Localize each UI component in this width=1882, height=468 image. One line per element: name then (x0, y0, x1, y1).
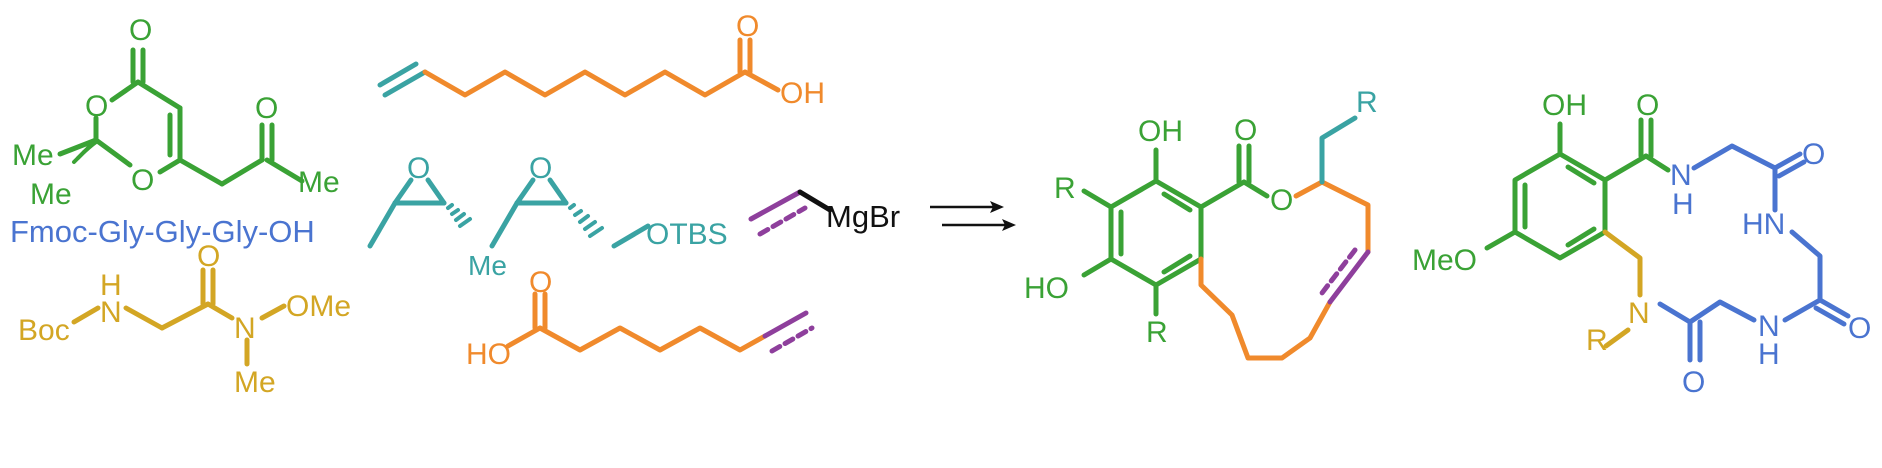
decenoic-acid-oh: OH (780, 77, 825, 110)
peptide-label: Fmoc-Gly-Gly-Gly-OH (10, 214, 315, 249)
epoxide-1-me: Me (468, 250, 507, 281)
macrolactone-oh-top: OH (1138, 115, 1183, 148)
macrolactam-o-amide-1: O (1636, 89, 1659, 122)
heptenoic-acid-o: O (529, 266, 552, 299)
weinreb-boc: Boc (18, 314, 70, 347)
grignard-mgbr: MgBr (826, 199, 900, 234)
macrolactone-o-ester: O (1270, 184, 1293, 217)
reaction-arrows (930, 201, 1016, 231)
vinyl-grignard-structure: MgBr (748, 189, 900, 237)
epoxide-2-o: O (529, 152, 552, 185)
macrolactam-r: R (1586, 324, 1608, 357)
macrolactam-oh-top: OH (1542, 89, 1587, 122)
macrolactam-o-amide-4: O (1682, 366, 1705, 399)
weinreb-o-carbonyl: O (197, 240, 220, 273)
weinreb-me: Me (234, 366, 276, 399)
macrolactam-h-1: H (1672, 188, 1694, 221)
heptenoic-acid-ho: HO (466, 338, 511, 371)
decenoic-acid-structure: O OH (377, 10, 825, 110)
dioxinone-structure: O O O Me Me O Me (12, 14, 340, 211)
macrolactam-hn-2: HN (1742, 208, 1785, 241)
dioxinone-me-ketone: Me (298, 166, 340, 199)
macrolactone-r-left: R (1054, 172, 1076, 205)
macrolactam-meo: MeO (1412, 244, 1477, 277)
weinreb-nh-n: N (100, 296, 122, 329)
epoxide-2-structure: O OTBS (489, 152, 728, 251)
dioxinone-o-ketone: O (255, 92, 278, 125)
macrolactone-r-top: R (1356, 86, 1378, 119)
epoxide-1-o: O (407, 152, 430, 185)
dioxinone-o-ring-top: O (85, 90, 108, 123)
weinreb-n-amide: N (234, 312, 256, 345)
macrolactone-structure: OH R HO R O O R (1024, 86, 1378, 361)
macrolactam-n-3: N (1758, 310, 1780, 343)
heptenoic-acid-structure: O HO (466, 266, 815, 371)
dioxinone-o-carbonyl: O (129, 14, 152, 47)
macrolactam-structure: OH MeO O N H O HN O N H O N R (1412, 89, 1871, 399)
macrolactone-r-bottom: R (1146, 316, 1168, 349)
macrolactam-h-3: H (1758, 338, 1780, 371)
dioxinone-me-2: Me (30, 178, 72, 211)
weinreb-nh-h: H (100, 269, 122, 302)
macrolactam-n-1: N (1670, 159, 1692, 192)
dioxinone-me-1: Me (12, 139, 54, 172)
epoxide-1-structure: O Me (367, 152, 507, 281)
weinreb-ome: OMe (286, 290, 351, 323)
decenoic-acid-o: O (736, 10, 759, 43)
macrolactam-o-amide-3: O (1848, 312, 1871, 345)
macrolactam-o-amide-2: O (1802, 138, 1825, 171)
macrolactone-o-carbonyl: O (1234, 114, 1257, 147)
macrolactone-ho-left: HO (1024, 272, 1069, 305)
weinreb-amide-structure: Boc H N O N OMe Me (18, 240, 351, 399)
epoxide-2-otbs: OTBS (646, 218, 728, 251)
dioxinone-o-ring-bottom: O (131, 164, 154, 197)
macrolactam-n-tert: N (1628, 297, 1650, 330)
